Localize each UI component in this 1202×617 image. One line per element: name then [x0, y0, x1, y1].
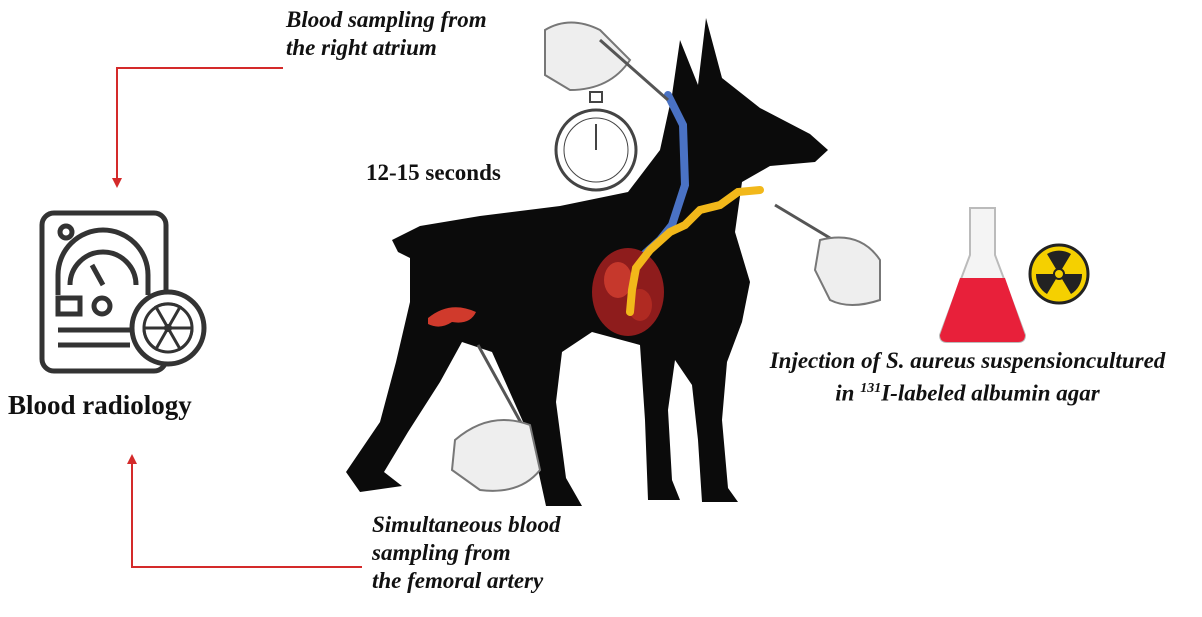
radiology-device-icon — [39, 210, 169, 374]
label-line: the right atrium — [286, 35, 437, 60]
label-sampling-atrium: Blood sampling from the right atrium — [286, 6, 487, 62]
label-line: sampling from — [372, 540, 511, 565]
arrow-bottom-head — [127, 454, 137, 464]
label-part: in — [835, 380, 861, 406]
label-line: Blood sampling from — [286, 7, 487, 32]
label-femoral: Simultaneous blood sampling from the fem… — [372, 511, 561, 595]
label-part: I-labeled albumin agar — [881, 380, 1100, 406]
label-line: Injection of S. aureus suspensionculture… — [769, 348, 1166, 373]
label-injection: Injection of S. aureus suspensionculture… — [735, 347, 1200, 408]
yellow-vessel — [626, 186, 764, 316]
label-blood-radiology: Blood radiology — [8, 390, 192, 420]
label-line: the femoral artery — [372, 568, 544, 593]
syringe-atrium — [544, 21, 669, 102]
isotope-superscript: 131 — [860, 381, 882, 396]
arrow-bottom — [131, 462, 362, 568]
arrow-top-head — [112, 178, 122, 188]
dog-silhouette — [346, 18, 828, 506]
syringe-injection — [774, 203, 881, 306]
label-timer: 12-15 seconds — [366, 160, 501, 185]
radiation-symbol-icon — [1028, 243, 1090, 305]
label-line: Simultaneous blood — [372, 512, 561, 537]
syringe-femoral — [450, 344, 542, 492]
femoral-artery — [428, 307, 476, 327]
stopwatch-icon — [554, 91, 638, 192]
flask-icon — [938, 207, 1027, 343]
arrow-top — [116, 67, 283, 180]
radiation-badge-icon — [129, 289, 207, 367]
label-line: in 131I-labeled albumin agar — [735, 375, 1200, 408]
